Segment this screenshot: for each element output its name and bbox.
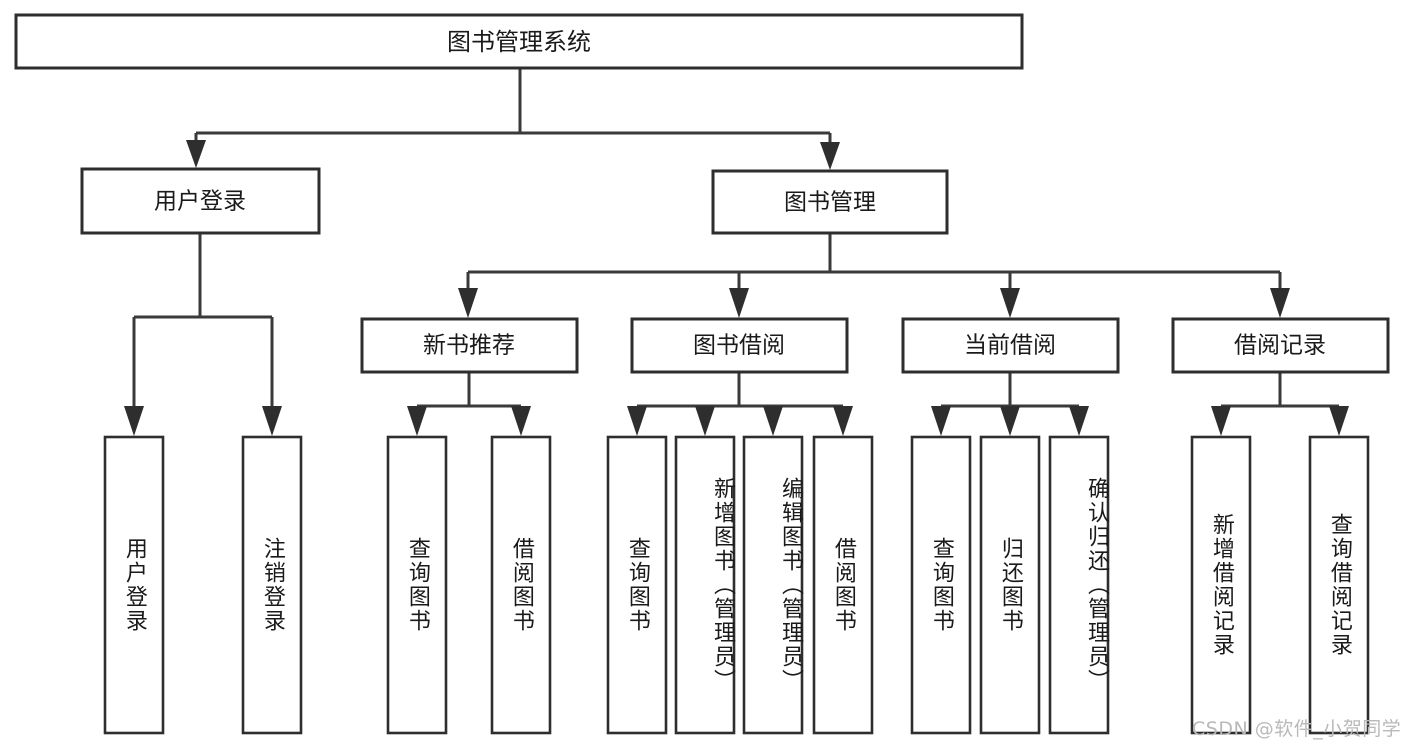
node-current-borrow[interactable]: 当前借阅 (901, 317, 1120, 374)
node-borrow-record-label: 借阅记录 (1234, 333, 1326, 359)
node-user-login-box[interactable] (80, 167, 321, 235)
connector-group-user-login (124, 233, 282, 436)
leaf-group-new-book-recommend (386, 435, 552, 735)
arrowhead-current-borrow (1000, 288, 1020, 318)
arrowhead-leaf-bb-3 (763, 406, 783, 436)
node-root-box[interactable] (14, 13, 1024, 70)
arrowhead-leaf-user-login-1 (124, 406, 144, 436)
node-book-management-label: 图书管理 (784, 190, 876, 216)
arrowhead-leaf-bb-1 (627, 406, 647, 436)
connector-group-current-borrow (931, 373, 1089, 436)
leaf-box-bb-4[interactable] (812, 435, 874, 735)
connector-group-book-mgmt (458, 233, 1290, 318)
connector-group-borrow-record (1211, 373, 1349, 436)
node-book-management[interactable]: 图书管理 (711, 169, 949, 235)
leaf-box-bb-1[interactable] (606, 435, 668, 735)
leaf-box-bb-3[interactable] (742, 435, 804, 735)
node-borrow-record[interactable]: 借阅记录 (1171, 317, 1390, 374)
node-current-borrow-box[interactable] (901, 317, 1120, 374)
node-book-borrow[interactable]: 图书借阅 (630, 317, 849, 374)
node-book-borrow-label: 图书借阅 (693, 333, 785, 359)
csdn-watermark: CSDN @软件_小贺同学 (1192, 718, 1402, 740)
node-root-label: 图书管理系统 (447, 28, 591, 56)
arrowhead-leaf-cb-1 (931, 406, 951, 436)
leaf-group-book-borrow (606, 435, 874, 735)
node-user-login-label: 用户登录 (154, 189, 246, 215)
leaf-box-nbr-2[interactable] (490, 435, 552, 735)
leaf-group-user-login (103, 435, 303, 735)
connector-group-root (186, 68, 840, 170)
node-new-book-recommend[interactable]: 新书推荐 (360, 317, 579, 374)
arrowhead-leaf-br-1 (1211, 406, 1231, 436)
leaf-box-cb-1[interactable] (910, 435, 972, 735)
arrowhead-leaf-bb-2 (695, 406, 715, 436)
connector-group-new-book-recommend (407, 373, 531, 436)
arrowhead-book-borrow (729, 288, 749, 318)
arrowhead-borrow-record (1270, 288, 1290, 318)
node-new-book-recommend-box[interactable] (360, 317, 579, 374)
node-book-management-box[interactable] (711, 169, 949, 235)
arrowhead-leaf-nbr-2 (511, 406, 531, 436)
leaf-box-cb-2[interactable] (979, 435, 1041, 735)
node-new-book-recommend-label: 新书推荐 (423, 333, 515, 359)
node-book-borrow-box[interactable] (630, 317, 849, 374)
leaf-box-br-2[interactable] (1308, 435, 1370, 735)
leaf-box-nbr-1[interactable] (386, 435, 448, 735)
arrowhead-leaf-bb-4 (833, 406, 853, 436)
arrowhead-leaf-cb-3 (1069, 406, 1089, 436)
node-borrow-record-box[interactable] (1171, 317, 1390, 374)
leaf-box-bb-2[interactable] (674, 435, 736, 735)
node-current-borrow-label: 当前借阅 (964, 333, 1056, 359)
node-root[interactable]: 图书管理系统 (14, 13, 1024, 70)
arrowhead-leaf-nbr-1 (407, 406, 427, 436)
arrowhead-new-book-recommend (458, 288, 478, 318)
leaf-box-user-login-1[interactable] (103, 435, 165, 735)
arrowhead-leaf-br-2 (1329, 406, 1349, 436)
leaf-box-user-login-2[interactable] (241, 435, 303, 735)
arrowhead-leaf-user-login-2 (262, 406, 282, 436)
leaf-box-br-1[interactable] (1190, 435, 1252, 735)
arrowhead-user-login (186, 140, 206, 168)
arrowhead-leaf-cb-2 (1000, 406, 1020, 436)
connector-group-book-borrow (627, 373, 853, 436)
leaf-group-current-borrow (910, 435, 1110, 735)
arrowhead-book-mgmt (820, 142, 840, 170)
leaf-group-borrow-record (1190, 435, 1370, 735)
node-user-login[interactable]: 用户登录 (80, 167, 321, 235)
leaf-box-cb-3[interactable] (1048, 435, 1110, 735)
